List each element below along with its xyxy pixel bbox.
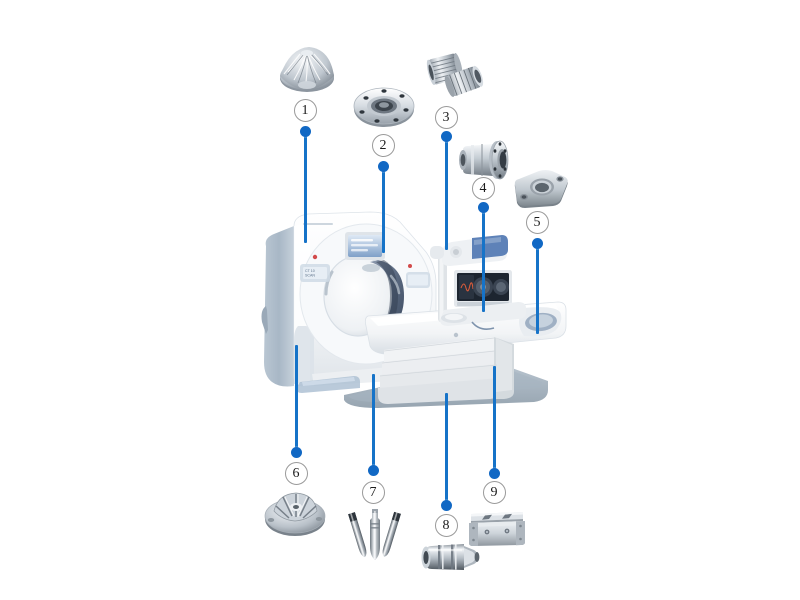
part-cylindrical-sleeve-valve	[420, 538, 482, 578]
callout-number-6[interactable]: 6	[284, 461, 308, 485]
part-mounting-block-bracket	[511, 167, 571, 212]
callout-number-2[interactable]: 2	[371, 133, 395, 157]
part-turbine-impeller	[276, 42, 338, 96]
part-precision-shaft-pins	[341, 506, 409, 564]
callout-leader-line-8	[444, 393, 448, 505]
callout-dot-7[interactable]	[367, 464, 379, 476]
part-flange-plate	[351, 82, 417, 130]
ct-scanner-svg: CT 10 SCAN	[261, 211, 567, 408]
callout-dot-2[interactable]	[377, 160, 389, 172]
callout-leader-line-5	[535, 248, 539, 334]
part-splined-rotor-disc	[262, 487, 328, 539]
callout-leader-line-1	[303, 136, 307, 243]
callout-dot-1[interactable]	[299, 125, 311, 137]
callout-dot-5[interactable]	[531, 237, 543, 249]
svg-text:CT 10: CT 10	[305, 269, 315, 273]
callout-leader-line-6	[294, 345, 298, 452]
part-threaded-bushing-pair	[425, 48, 487, 100]
callout-number-4[interactable]: 4	[471, 176, 495, 200]
callout-leader-line-4	[481, 212, 485, 312]
callout-dot-8[interactable]	[440, 499, 452, 511]
callout-number-5[interactable]: 5	[525, 210, 549, 234]
callout-dot-9[interactable]	[488, 467, 500, 479]
part-rail-carriage-block	[465, 506, 529, 550]
callout-dot-6[interactable]	[290, 446, 302, 458]
callout-leader-line-9	[492, 366, 496, 473]
callout-leader-line-2	[381, 171, 385, 253]
ct-scanner-illustration: CT 10 SCAN	[258, 210, 568, 425]
callout-number-3[interactable]: 3	[434, 105, 458, 129]
svg-text:SCAN: SCAN	[305, 274, 315, 278]
callout-dot-3[interactable]	[440, 130, 452, 142]
callout-number-8[interactable]: 8	[434, 513, 458, 537]
callout-leader-line-7	[371, 374, 375, 470]
callout-number-9[interactable]: 9	[482, 480, 506, 504]
callout-dot-4[interactable]	[477, 201, 489, 213]
callout-leader-line-3	[444, 141, 448, 250]
callout-number-7[interactable]: 7	[361, 480, 385, 504]
callout-number-1[interactable]: 1	[293, 98, 317, 122]
part-flanged-hub-coupling	[457, 136, 519, 184]
